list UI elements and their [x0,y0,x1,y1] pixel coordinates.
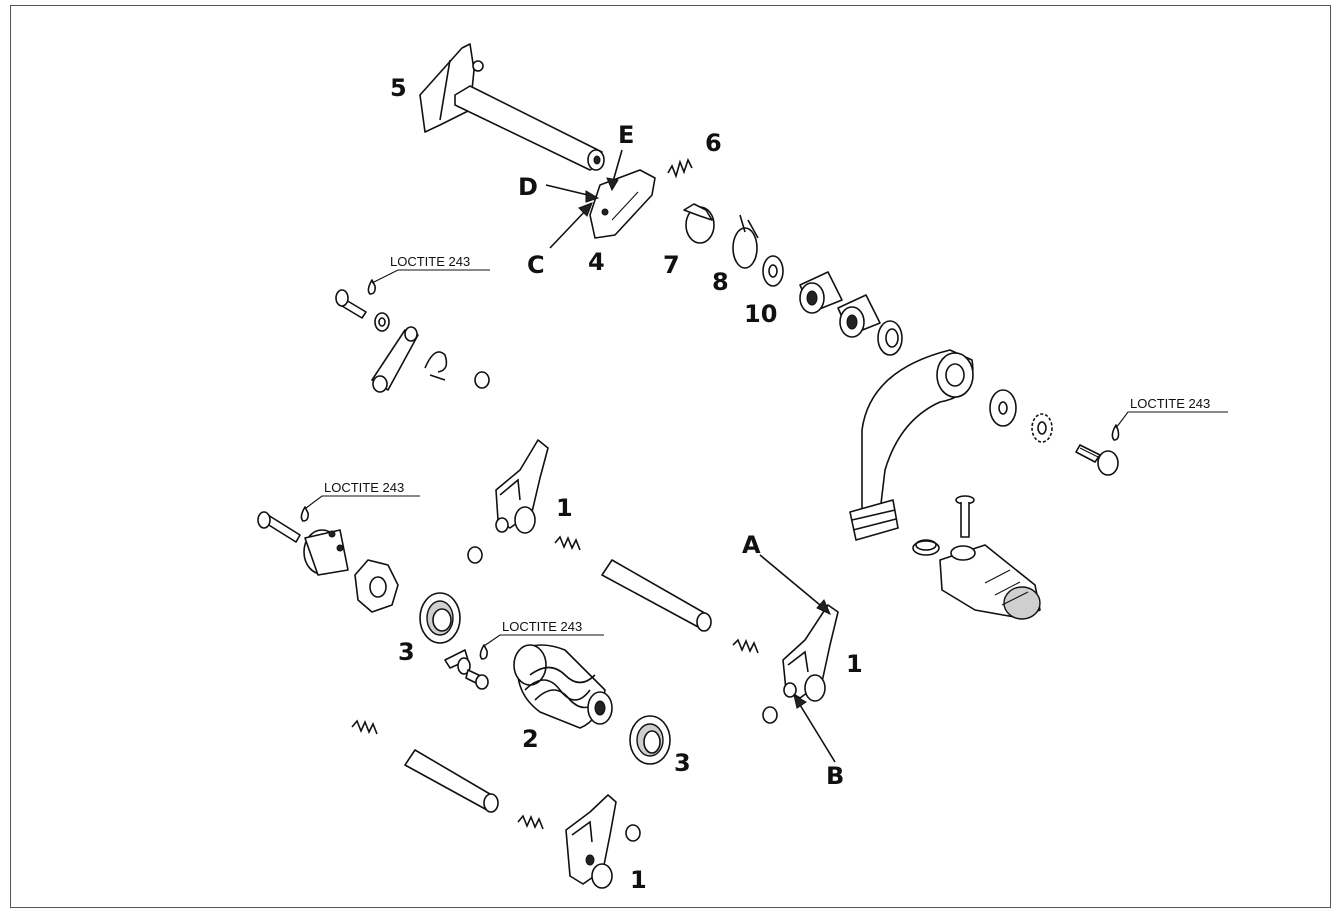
loctite-drop-icon [300,506,309,522]
label-D: D [518,173,538,201]
detent-ball [467,546,483,564]
shift-cam [303,529,349,576]
label-1-top: 1 [556,494,573,522]
label-5: 5 [390,74,407,102]
linkage-bolt [335,289,367,319]
rail-spring [517,814,544,830]
needle-bearing [837,294,881,338]
loctite-label: LOCTITE 243 [390,254,470,269]
drum-bearing [629,715,671,765]
loctite-drop-icon [479,644,488,660]
loctite-label: LOCTITE 243 [1130,396,1210,411]
shift-linkage-arm [371,326,419,393]
pivot-pin [955,495,975,538]
rail-spring [351,719,378,735]
label-7: 7 [663,251,680,279]
bushing-part-7 [683,203,715,244]
label-B: B [826,762,844,790]
diagram-frame [10,5,1331,908]
label-6: 6 [705,129,722,157]
shift-rail-upper [601,559,712,632]
washer-part-10 [762,255,784,287]
detent-screw [465,669,489,690]
lock-washer [1031,413,1053,443]
leader-arrows [545,149,836,763]
detent-ball [625,824,641,842]
torsion-spring [424,351,448,381]
lever-bolt [1075,444,1119,476]
lever-washer [989,389,1017,427]
label-3-right: 3 [674,749,691,777]
rail-spring [554,535,581,551]
label-3-left: 3 [398,638,415,666]
rail-spring [732,638,759,654]
shift-rail-lower [404,749,499,813]
return-spring-part-8 [732,214,759,269]
shift-fork-part-1-bottom [565,794,617,889]
label-C: C [527,251,545,279]
loctite-label: LOCTITE 243 [324,480,404,495]
shift-fork-part-1-top [495,439,549,534]
loctite-label: LOCTITE 243 [502,619,582,634]
spring-part-6 [667,157,693,179]
loctite-drop-icon [1111,424,1120,441]
detent-lever [444,649,471,675]
shift-drum-part-2 [513,644,613,729]
loctite-leaders [305,269,1228,647]
label-2: 2 [522,725,539,753]
label-4: 4 [588,248,605,276]
star-plate [354,559,399,613]
footpeg [939,544,1041,620]
shift-fork-part-1-right [782,604,839,702]
detent-ball [762,706,778,724]
seal-ring [877,320,903,356]
linkage-washer [374,312,390,332]
label-1-bottom: 1 [630,866,647,894]
spacer-ring [912,539,940,556]
label-1-right: 1 [846,650,863,678]
drum-bolt [257,511,301,543]
label-E: E [618,121,634,149]
label-8: 8 [712,268,729,296]
label-A: A [742,531,761,559]
shift-shaft-part-5 [419,43,605,171]
shift-plate-part-4 [589,169,656,239]
loctite-drop-icon [367,279,376,295]
small-roller [474,371,490,389]
shift-lever [849,349,974,541]
drum-bearing [419,592,461,644]
label-10: 10 [744,300,777,328]
needle-bearing [799,271,843,314]
